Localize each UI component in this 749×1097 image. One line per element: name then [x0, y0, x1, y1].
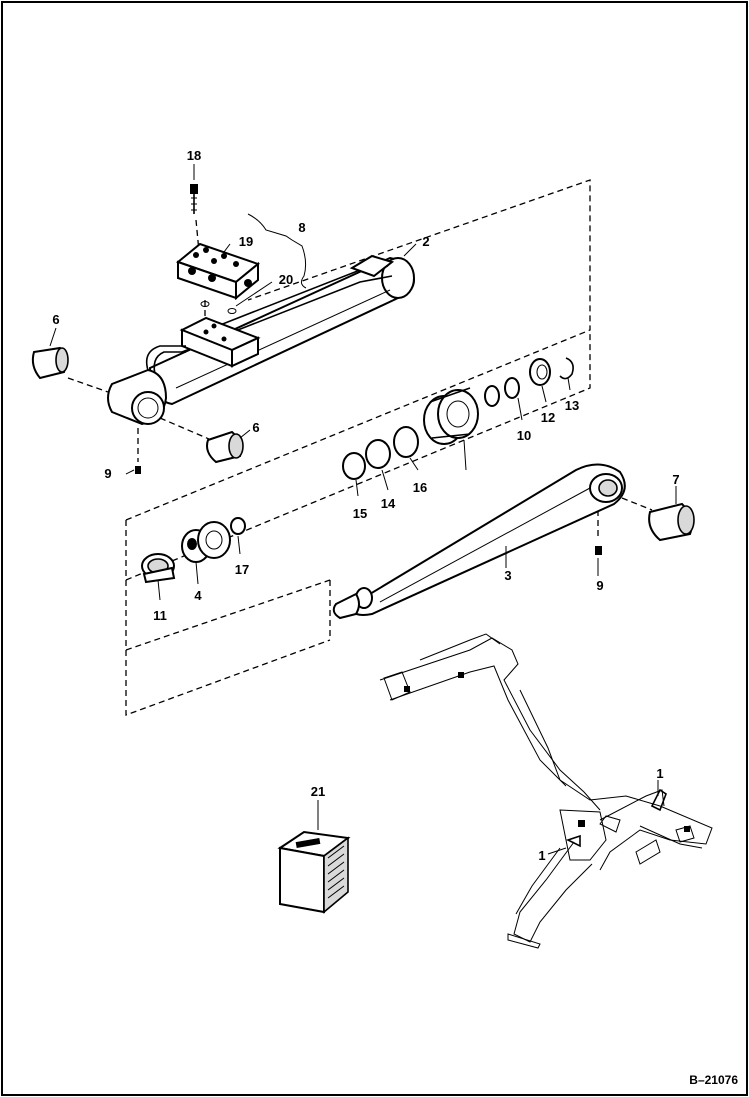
callout-17: 17	[235, 562, 249, 577]
callout-20: 20	[279, 272, 293, 287]
callout-11: 11	[153, 608, 167, 623]
bushing-part-6-left	[31, 346, 69, 380]
figure-reference-code: B–21076	[689, 1073, 738, 1087]
callout-21: 21	[311, 784, 325, 799]
bushing-part-7	[648, 502, 695, 542]
callout-7: 7	[672, 472, 679, 487]
callout-12: 12	[541, 410, 555, 425]
wiper-part-11	[141, 553, 176, 584]
callout-16: 16	[413, 480, 427, 495]
callout-4: 4	[194, 588, 202, 603]
callout-6-left: 6	[52, 312, 59, 327]
snap-ring-part-13	[559, 357, 574, 380]
callout-19: 19	[239, 234, 253, 249]
gland-part-4	[181, 521, 231, 563]
callout-1-lower: 1	[538, 848, 545, 863]
ring-part-17	[230, 517, 246, 535]
callout-13: 13	[565, 398, 579, 413]
grease-fitting-part-9-b	[595, 546, 602, 555]
callout-6-right: 6	[252, 420, 259, 435]
piston-part	[423, 387, 479, 471]
o-ring-part-20	[200, 301, 237, 314]
callout-leader-lines	[49, 164, 677, 855]
callout-9-left: 9	[104, 466, 111, 481]
cylinder-barrel-part-2	[107, 254, 416, 426]
callout-14: 14	[381, 496, 396, 511]
callout-1-upper: 1	[656, 766, 663, 781]
callout-2: 2	[422, 234, 429, 249]
callout-8: 8	[298, 220, 305, 235]
backhoe-location-illustration	[379, 633, 713, 949]
callout-18: 18	[187, 148, 201, 163]
callout-15: 15	[353, 506, 367, 521]
ring-part-14	[365, 439, 391, 469]
ring-part-16	[393, 426, 419, 458]
callout-3: 3	[504, 568, 511, 583]
valve-block-part-19	[175, 242, 261, 301]
seal-kit-part-21	[277, 830, 351, 914]
callout-10: 10	[517, 428, 531, 443]
piston-seal-part-10	[484, 377, 520, 407]
dashed-assembly-lines	[67, 179, 653, 716]
bolt-part-18	[190, 184, 198, 214]
piston-ring-part-12	[529, 358, 551, 386]
piston-rod-part-3	[332, 463, 626, 620]
grease-fitting-part-9-a	[135, 466, 141, 474]
callout-9-right: 9	[596, 578, 603, 593]
ring-part-15	[342, 452, 366, 480]
bushing-part-6-right	[206, 430, 244, 464]
